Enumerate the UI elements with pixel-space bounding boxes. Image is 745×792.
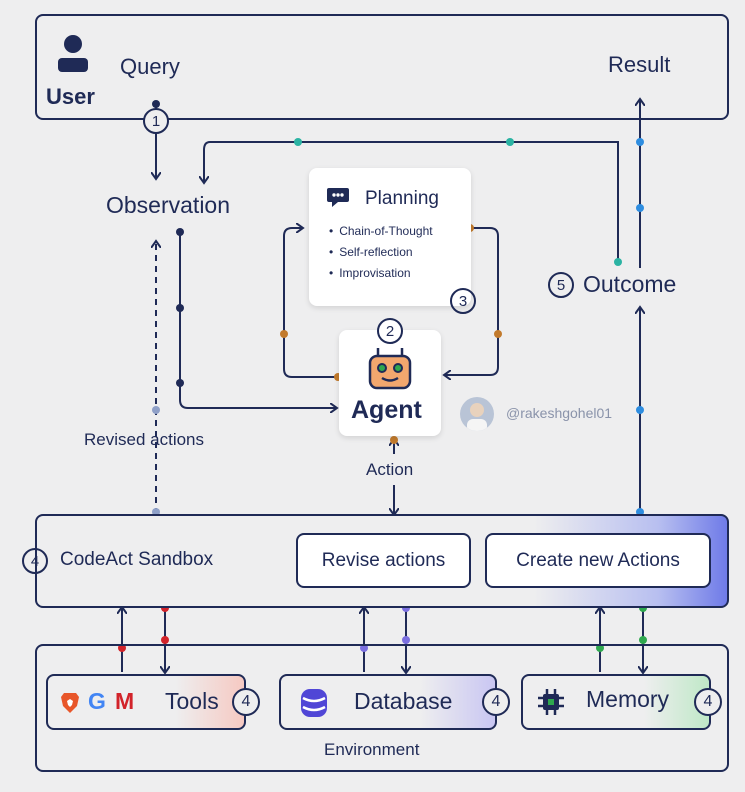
top-panel [35, 14, 729, 120]
planning-card: Planning Chain-of-Thought Self-reflectio… [309, 168, 471, 306]
environment-panel [35, 644, 729, 772]
step-4-badge: 4 [482, 688, 510, 716]
planning-list: Chain-of-Thought Self-reflection Improvi… [329, 224, 433, 287]
author-handle: @rakeshgohel01 [506, 405, 613, 421]
result-label: Result [608, 52, 671, 77]
user-icon [55, 34, 91, 76]
step-3-badge: 3 [450, 288, 476, 314]
brave-icon [60, 692, 80, 714]
avatar [460, 397, 494, 431]
step-1-badge: 1 [143, 108, 169, 134]
action-label: Action [366, 460, 414, 479]
step-4-badge: 4 [22, 548, 48, 574]
chip-icon [537, 688, 565, 716]
sandbox-label: CodeAct Sandbox [60, 549, 214, 570]
query-label: Query [120, 54, 180, 79]
outcome-label: Outcome [583, 271, 677, 297]
step-4-badge: 4 [694, 688, 722, 716]
step-5-badge: 5 [548, 272, 574, 298]
agent-label: Agent [351, 396, 422, 424]
robot-icon [365, 346, 415, 392]
memory-label: Memory [586, 686, 670, 712]
agent-card: Agent [339, 330, 441, 436]
planning-item: Chain-of-Thought [329, 224, 432, 238]
gmail-icon: M [115, 688, 135, 714]
create-new-actions-button[interactable]: Create new Actions [485, 533, 711, 588]
database-label: Database [354, 688, 453, 714]
revised-actions-label: Revised actions [84, 430, 205, 449]
step-2-badge: 2 [377, 318, 403, 344]
google-icon: G [88, 688, 106, 714]
planning-chat-icon [326, 186, 350, 208]
revise-actions-button[interactable]: Revise actions [296, 533, 471, 588]
planning-item: Self-reflection [329, 245, 433, 259]
user-label: User [46, 84, 95, 109]
planning-title: Planning [365, 188, 439, 209]
tools-box[interactable] [46, 674, 246, 730]
database-icon [300, 688, 328, 718]
environment-label: Environment [324, 740, 420, 759]
observation-label: Observation [106, 192, 231, 218]
tools-label: Tools [165, 688, 219, 714]
step-4-badge: 4 [232, 688, 260, 716]
planning-item: Improvisation [329, 266, 433, 280]
